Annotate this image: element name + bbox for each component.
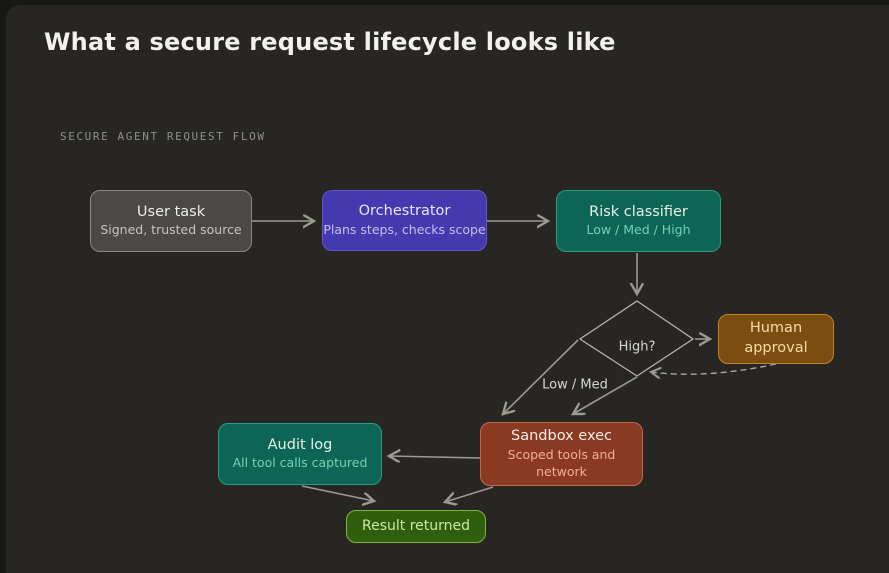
- edge-sandbox-to-result: [445, 486, 494, 502]
- node-sandbox-exec-subtitle: Scoped tools and network: [507, 446, 616, 479]
- edge-sandbox-to-audit: [389, 456, 481, 458]
- node-risk-classifier: Risk classifier Low / Med / High: [556, 190, 721, 252]
- edge-human-approval-return-dashed: [651, 363, 777, 374]
- node-audit-log-subtitle: All tool calls captured: [232, 455, 368, 471]
- node-sandbox-exec-title: Sandbox exec: [511, 428, 612, 445]
- node-result-returned-title: Result returned: [361, 518, 470, 535]
- edge-audit-to-result: [301, 485, 374, 501]
- node-sandbox-exec: Sandbox exec Scoped tools and network: [480, 422, 643, 486]
- node-user-task-subtitle: Signed, trusted source: [100, 222, 242, 238]
- node-human-approval: Human approval: [718, 314, 834, 364]
- edge-label-high: High?: [618, 339, 656, 355]
- node-risk-classifier-title: Risk classifier: [589, 203, 688, 220]
- node-orchestrator-title: Orchestrator: [358, 203, 451, 220]
- node-risk-classifier-subtitle: Low / Med / High: [586, 222, 691, 238]
- node-human-approval-title: Human approval: [744, 320, 808, 356]
- flow-eyebrow-label: SECURE AGENT REQUEST FLOW: [60, 130, 266, 143]
- page-title: What a secure request lifecycle looks li…: [44, 28, 616, 56]
- node-audit-log: Audit log All tool calls captured: [218, 423, 382, 485]
- node-orchestrator-subtitle: Plans steps, checks scope: [323, 221, 486, 237]
- content-panel: What a secure request lifecycle looks li…: [6, 5, 889, 573]
- decision-diamond-high: [578, 300, 695, 377]
- node-user-task: User task Signed, trusted source: [90, 190, 252, 252]
- edge-label-low-med: Low / Med: [542, 377, 608, 393]
- node-audit-log-title: Audit log: [267, 436, 333, 453]
- node-user-task-title: User task: [136, 203, 206, 220]
- node-orchestrator: Orchestrator Plans steps, checks scope: [322, 190, 487, 251]
- node-result-returned: Result returned: [346, 510, 486, 543]
